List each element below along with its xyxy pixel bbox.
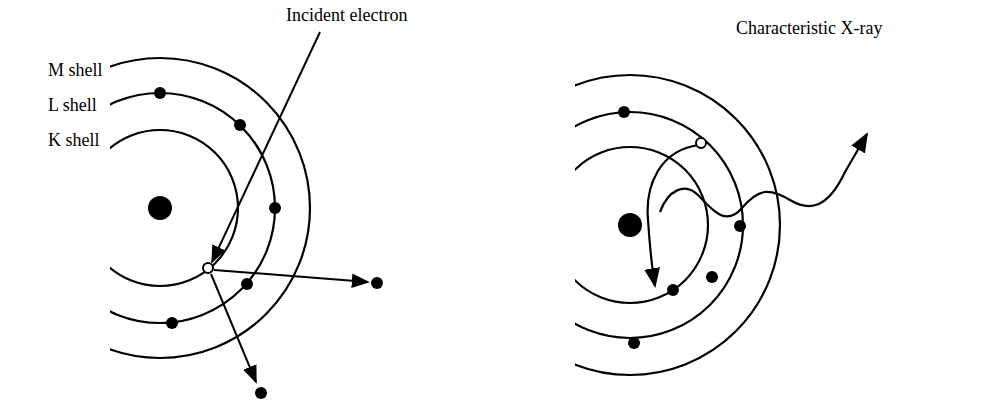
xray-wave bbox=[660, 134, 867, 216]
electrons bbox=[154, 87, 281, 329]
shell-circles bbox=[575, 75, 780, 375]
scattered-electron bbox=[255, 387, 267, 399]
shell-label: K shell bbox=[48, 130, 100, 152]
ejected-arrow bbox=[214, 270, 368, 282]
shell-label: M shell bbox=[48, 60, 103, 82]
electrons bbox=[618, 106, 746, 349]
incident-arrow bbox=[212, 32, 320, 262]
transition-arrow bbox=[648, 145, 699, 286]
nucleus bbox=[148, 196, 172, 220]
vacancy bbox=[696, 138, 706, 148]
annotation-label: Characteristic X-ray bbox=[736, 18, 882, 40]
nucleus bbox=[618, 213, 642, 237]
annotation-label: Incident electron bbox=[286, 5, 407, 27]
shell-label: L shell bbox=[48, 95, 97, 117]
shell-circles bbox=[110, 58, 310, 358]
vacancy bbox=[203, 263, 213, 273]
ejected-electron bbox=[371, 277, 383, 289]
scattered-arrow bbox=[211, 274, 256, 382]
